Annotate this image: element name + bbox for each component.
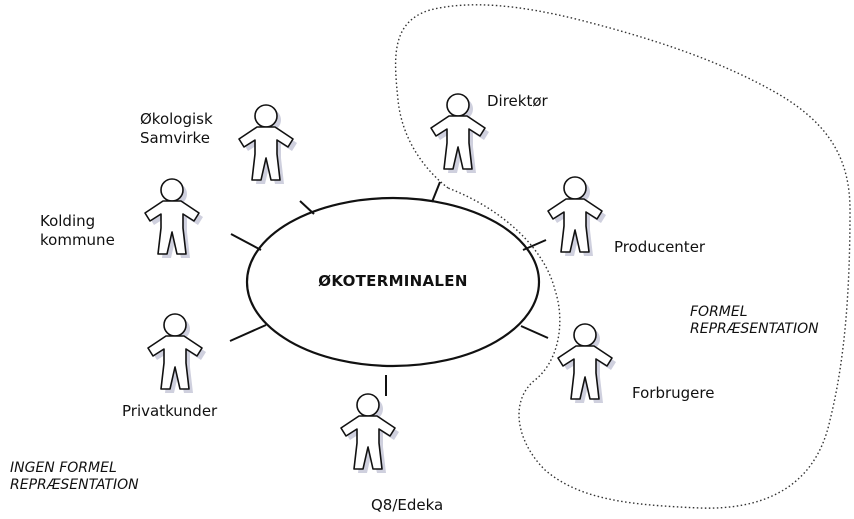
- connector-forbrugere: [520, 325, 549, 339]
- connector-lines: [229, 181, 549, 396]
- label-formel-reprasentation: FORMEL REPRÆSENTATION: [690, 304, 819, 338]
- label-line: Privatkunder: [122, 402, 218, 420]
- person-figure-icon-producenter: [547, 176, 607, 257]
- connector-kolding-kommune: [230, 233, 262, 251]
- label-line: FORMEL: [690, 304, 748, 320]
- center-ellipse: [245, 196, 541, 368]
- person-figure-icon-okologisk-samvirke: [238, 104, 298, 185]
- person-figure-icon-direktor: [430, 93, 490, 174]
- connector-okologisk-samvirke: [299, 200, 315, 215]
- label-direktor: Direktør: [487, 92, 548, 111]
- label-ingen-formel-reprasentation: INGEN FORMEL REPRÆSENTATION: [10, 460, 139, 494]
- person-figure-icon-kolding-kommune: [144, 178, 204, 259]
- label-kolding-kommune: Kolding kommune: [40, 212, 115, 250]
- label-privatkunder: Privatkunder: [122, 402, 217, 421]
- label-line: REPRÆSENTATION: [10, 477, 139, 493]
- person-figure-icon-forbrugere: [557, 323, 617, 404]
- center-label: ØKOTERMINALEN: [318, 272, 468, 290]
- label-producenter: Producenter: [614, 238, 705, 257]
- label-forbrugere: Forbrugere: [632, 384, 714, 403]
- connector-direktor: [431, 181, 441, 203]
- label-line: Økologisk: [140, 110, 213, 128]
- label-line: Q8/Edeka: [371, 496, 444, 514]
- person-figure-icon-q8-edeka: [340, 393, 400, 474]
- label-line: REPRÆSENTATION: [690, 321, 819, 337]
- label-line: INGEN FORMEL: [10, 460, 117, 476]
- label-line: Samvirke: [140, 129, 210, 147]
- connector-privatkunder: [229, 324, 267, 342]
- label-q8-edeka: Q8/Edeka: [371, 496, 443, 515]
- label-line: Kolding: [40, 212, 96, 230]
- label-okologisk-samvirke: Økologisk Samvirke: [140, 110, 213, 148]
- label-line: Producenter: [614, 238, 706, 256]
- connector-producenter: [522, 239, 547, 251]
- label-line: kommune: [40, 231, 115, 249]
- label-line: Forbrugere: [632, 384, 715, 402]
- person-figure-icon-privatkunder: [147, 313, 207, 394]
- label-line: Direktør: [487, 92, 548, 110]
